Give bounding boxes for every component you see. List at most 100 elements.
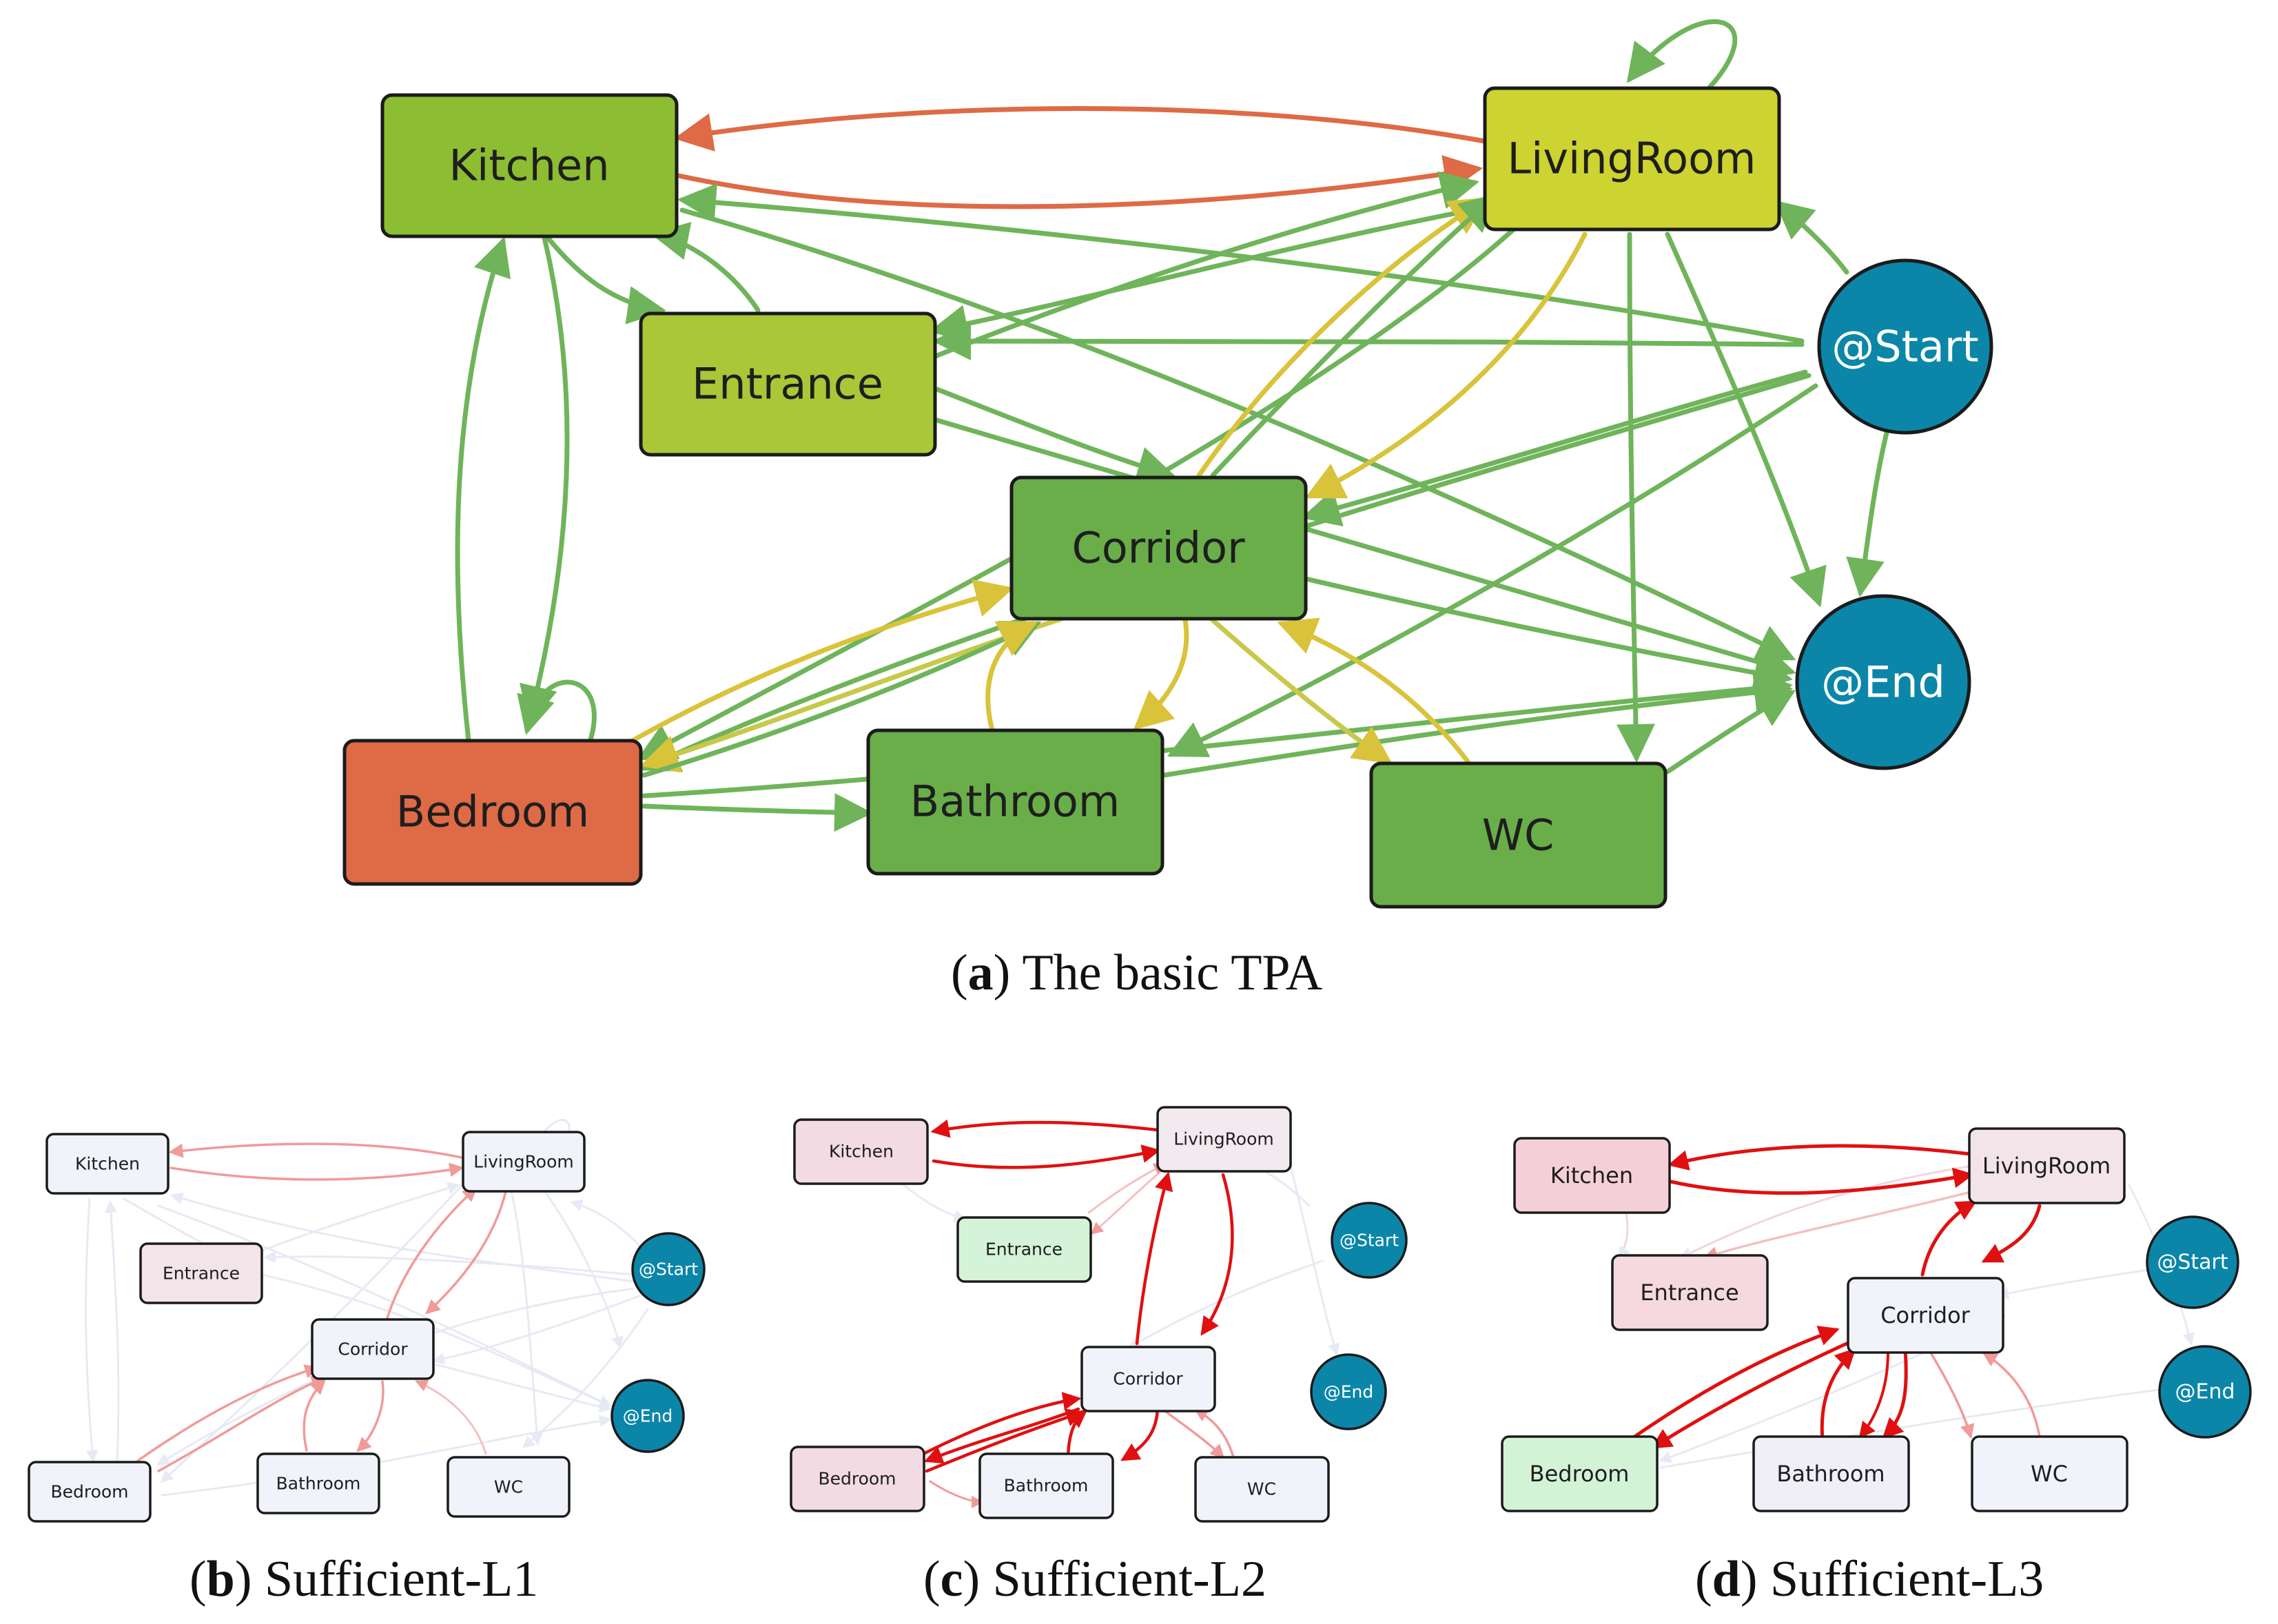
edge-corridor-livingroom <box>1196 197 1489 478</box>
edge-d-corridor-bathroom <box>1882 1348 1908 1439</box>
node-entrance: Entrance <box>639 311 937 457</box>
node-b-bathroom: Bathroom <box>256 1452 380 1514</box>
edge-d-livingroom-kitchen <box>1668 1144 1973 1171</box>
node-b-livingroom: LivingRoom <box>462 1131 586 1193</box>
edge-b-bedroom-corridor-2 <box>157 1376 327 1472</box>
node-b-kitchen-label: Kitchen <box>75 1154 140 1174</box>
node-d-livingroom: LivingRoom <box>1968 1127 2126 1204</box>
edge-bathroom-corridor <box>985 621 1038 733</box>
edge-kitchen-entrance <box>545 235 666 325</box>
edge-entrance-livingroom <box>927 171 1479 361</box>
edge-c-bedroom-corridor <box>921 1392 1082 1456</box>
node-bathroom-label: Bathroom <box>910 777 1120 827</box>
node-c-kitchen-label: Kitchen <box>829 1142 894 1162</box>
edge-bedroom-kitchen <box>455 236 511 743</box>
edge-d-wc-corridor <box>1982 1353 2041 1438</box>
node-c-bathroom: Bathroom <box>978 1452 1114 1519</box>
node-d-start: @Start <box>2146 1215 2239 1309</box>
node-c-wc-label: WC <box>1247 1479 1276 1499</box>
panel-a-nodes: Kitchen LivingRoom Entrance Corridor Bed… <box>342 86 1993 909</box>
panel-c-diagram: Kitchen LivingRoom Entrance Corridor Bed… <box>790 1106 1408 1523</box>
edge-livingroom-kitchen <box>674 106 1488 152</box>
node-c-bathroom-label: Bathroom <box>1004 1476 1089 1496</box>
edge-livingroom-end <box>1665 232 1827 608</box>
edge-livingroom-wc <box>1617 232 1656 763</box>
edge-d-livingroom-corridor <box>1981 1204 2042 1263</box>
caption-c-letter: c <box>940 1551 963 1607</box>
node-bedroom: Bedroom <box>342 739 643 886</box>
edge-livingroom-entrance <box>929 204 1491 343</box>
panel-d-nodes: Kitchen LivingRoom Entrance Corridor Bed… <box>1501 1127 2252 1512</box>
panel-b-diagram: Kitchen LivingRoom Entrance Corridor Bed… <box>28 1119 706 1523</box>
edge-corridor-livingroom-2 <box>1210 193 1499 478</box>
panel-c-nodes: Kitchen LivingRoom Entrance Corridor Bed… <box>790 1106 1408 1523</box>
node-b-bedroom: Bedroom <box>28 1461 152 1523</box>
node-d-end: @End <box>2158 1345 2252 1439</box>
node-d-wc: WC <box>1971 1435 2128 1512</box>
node-b-kitchen: Kitchen <box>45 1133 170 1195</box>
edge-start-end <box>1846 424 1891 597</box>
edge-corridor-end <box>1303 576 1793 692</box>
node-d-livingroom-label: LivingRoom <box>1982 1153 2111 1179</box>
node-livingroom: LivingRoom <box>1483 86 1781 232</box>
edge-c-bedroom-bedroom <box>929 1480 984 1508</box>
edge-d-kitchen-livingroom <box>1669 1167 1974 1195</box>
edge-b-bathroom-corridor <box>302 1379 326 1452</box>
node-d-end-label: @End <box>2175 1380 2235 1404</box>
node-end: @End <box>1795 594 1971 770</box>
caption-d: (d) Sufficient-L3 <box>1695 1551 2044 1607</box>
edge-corridor-bathroom <box>1133 617 1189 730</box>
edge-kitchen-end <box>679 207 1796 661</box>
node-entrance-label: Entrance <box>692 359 883 409</box>
node-b-entrance-label: Entrance <box>163 1264 240 1284</box>
node-c-kitchen: Kitchen <box>793 1118 929 1185</box>
node-c-end: @End <box>1310 1353 1387 1430</box>
node-c-start-label: @Start <box>1340 1231 1399 1251</box>
node-d-entrance-label: Entrance <box>1640 1279 1738 1306</box>
edge-bedroom-self <box>520 679 597 747</box>
caption-d-text: Sufficient-L3 <box>1769 1551 2044 1607</box>
node-wc: WC <box>1369 761 1668 909</box>
edge-c-entrance-livingroom <box>1087 1163 1167 1214</box>
edge-d-corridor-livingroom <box>1920 1200 1978 1277</box>
edge-c-livingroom-kitchen <box>930 1119 1160 1138</box>
node-b-corridor: Corridor <box>311 1318 435 1380</box>
edge-b-livingroom-kitchen <box>168 1142 463 1159</box>
edge-wc-corridor <box>1277 617 1470 764</box>
node-c-entrance-label: Entrance <box>985 1240 1063 1260</box>
caption-c-text: Sufficient-L2 <box>992 1551 1266 1607</box>
edge-start-entrance <box>932 322 1805 361</box>
node-d-bathroom-label: Bathroom <box>1776 1461 1885 1487</box>
caption-a-letter: a <box>967 945 994 1001</box>
edge-bedroom-corridor-2 <box>642 621 1042 778</box>
node-d-entrance: Entrance <box>1611 1254 1769 1331</box>
node-c-bedroom: Bedroom <box>790 1446 925 1512</box>
edge-d-corridor-wc <box>1928 1349 1975 1439</box>
panel-d-diagram: Kitchen LivingRoom Entrance Corridor Bed… <box>1501 1127 2252 1512</box>
node-kitchen: Kitchen <box>380 93 679 238</box>
edge-c-corridor-livingroom <box>1135 1171 1173 1346</box>
node-d-kitchen: Kitchen <box>1513 1137 1671 1214</box>
node-d-kitchen-label: Kitchen <box>1550 1162 1633 1189</box>
edge-c-kitchen-livingroom <box>932 1144 1161 1169</box>
node-b-entrance: Entrance <box>139 1242 263 1304</box>
node-c-bedroom-label: Bedroom <box>818 1469 896 1489</box>
panel-a-edges <box>455 19 1891 832</box>
edge-b-corridor-livingroom <box>384 1186 478 1324</box>
node-b-start-label: @Start <box>639 1260 698 1279</box>
edge-livingroom-self <box>1626 19 1738 91</box>
edge-entrance-kitchen <box>650 222 761 313</box>
node-b-bedroom-label: Bedroom <box>50 1482 128 1502</box>
panel-a-diagram: Kitchen LivingRoom Entrance Corridor Bed… <box>342 19 1993 909</box>
panel-c-edges <box>887 1119 1340 1508</box>
edge-start-corridor <box>1301 369 1808 527</box>
panel-b-edges <box>85 1119 656 1497</box>
node-b-livingroom-label: LivingRoom <box>473 1152 574 1172</box>
edge-entrance-end <box>934 418 1796 681</box>
edge-corridor-wc <box>1210 617 1393 764</box>
caption-b-text: Sufficient-L1 <box>264 1551 539 1607</box>
node-end-label: @End <box>1821 657 1945 708</box>
panel-b-nodes: Kitchen LivingRoom Entrance Corridor Bed… <box>28 1131 706 1523</box>
caption-b-letter: b <box>206 1551 235 1607</box>
